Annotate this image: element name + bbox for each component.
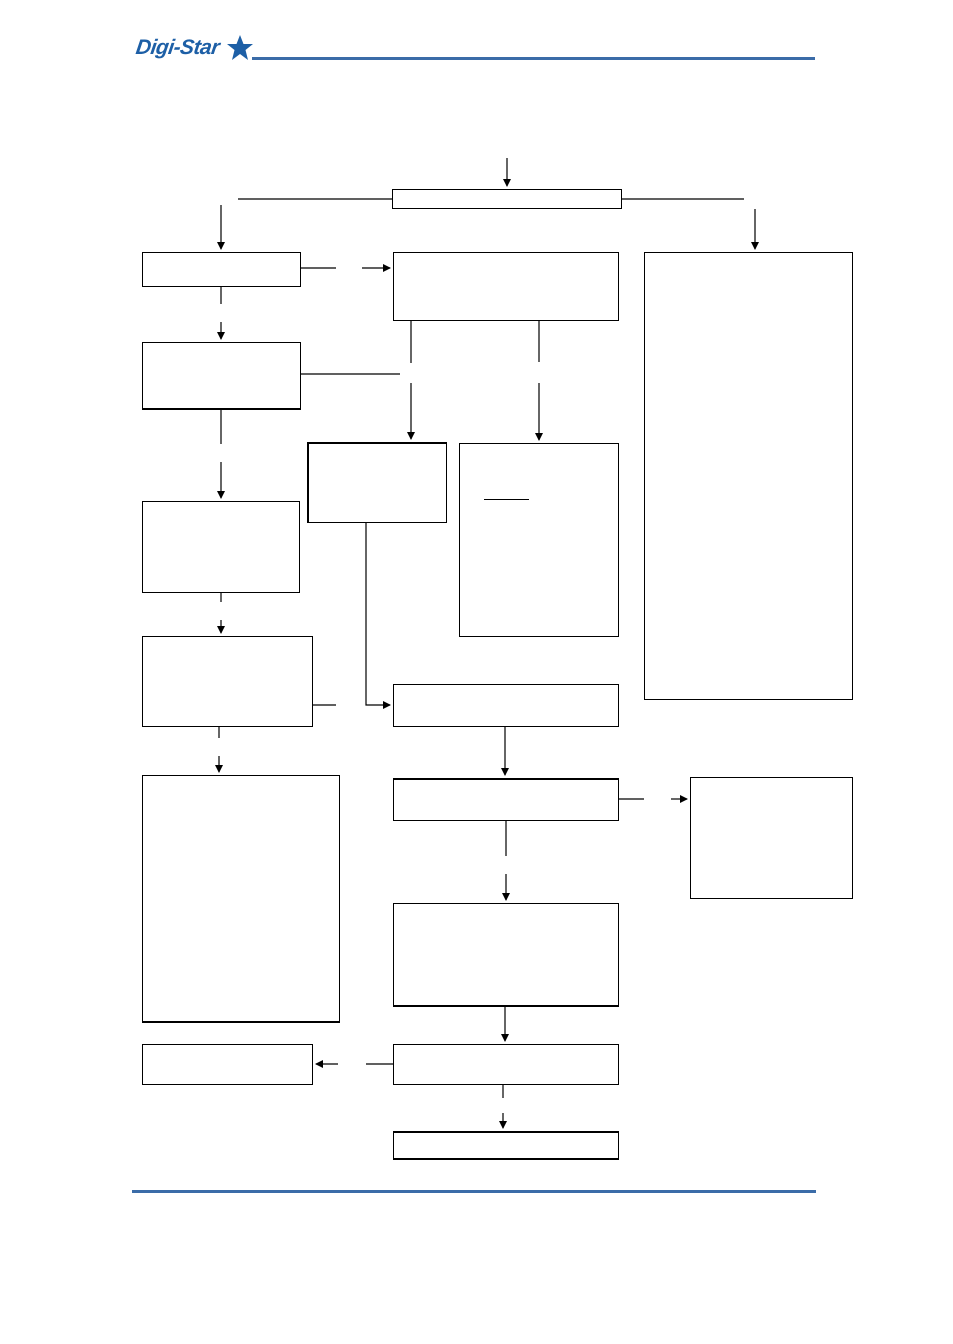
flow-box-center-3 <box>393 684 619 727</box>
flow-box-center-4 <box>393 778 619 821</box>
flow-box-center-2b-underline <box>484 499 529 500</box>
flow-box-left-4 <box>142 636 313 727</box>
flow-box-left-5 <box>142 775 340 1023</box>
flow-box-left-1 <box>142 252 301 287</box>
flow-box-top <box>392 189 622 209</box>
footer-rule <box>132 1190 816 1193</box>
header-rule <box>252 57 815 60</box>
flow-box-center-5 <box>393 903 619 1007</box>
flow-box-center-6 <box>393 1044 619 1085</box>
flow-box-center-1 <box>393 252 619 321</box>
arrow-center2a-center3 <box>365 523 391 709</box>
flow-box-right-2 <box>690 777 853 899</box>
star-icon <box>227 35 253 60</box>
digi-star-logo: Digi-Star <box>134 30 258 70</box>
flow-box-left-2 <box>142 342 301 410</box>
flow-box-center-2a <box>307 442 447 523</box>
flow-box-left-6 <box>142 1044 313 1085</box>
flow-box-left-3 <box>142 501 300 593</box>
flow-box-center-2b <box>459 443 619 637</box>
flow-box-center-7 <box>393 1131 619 1160</box>
flow-box-right-1 <box>644 252 853 700</box>
